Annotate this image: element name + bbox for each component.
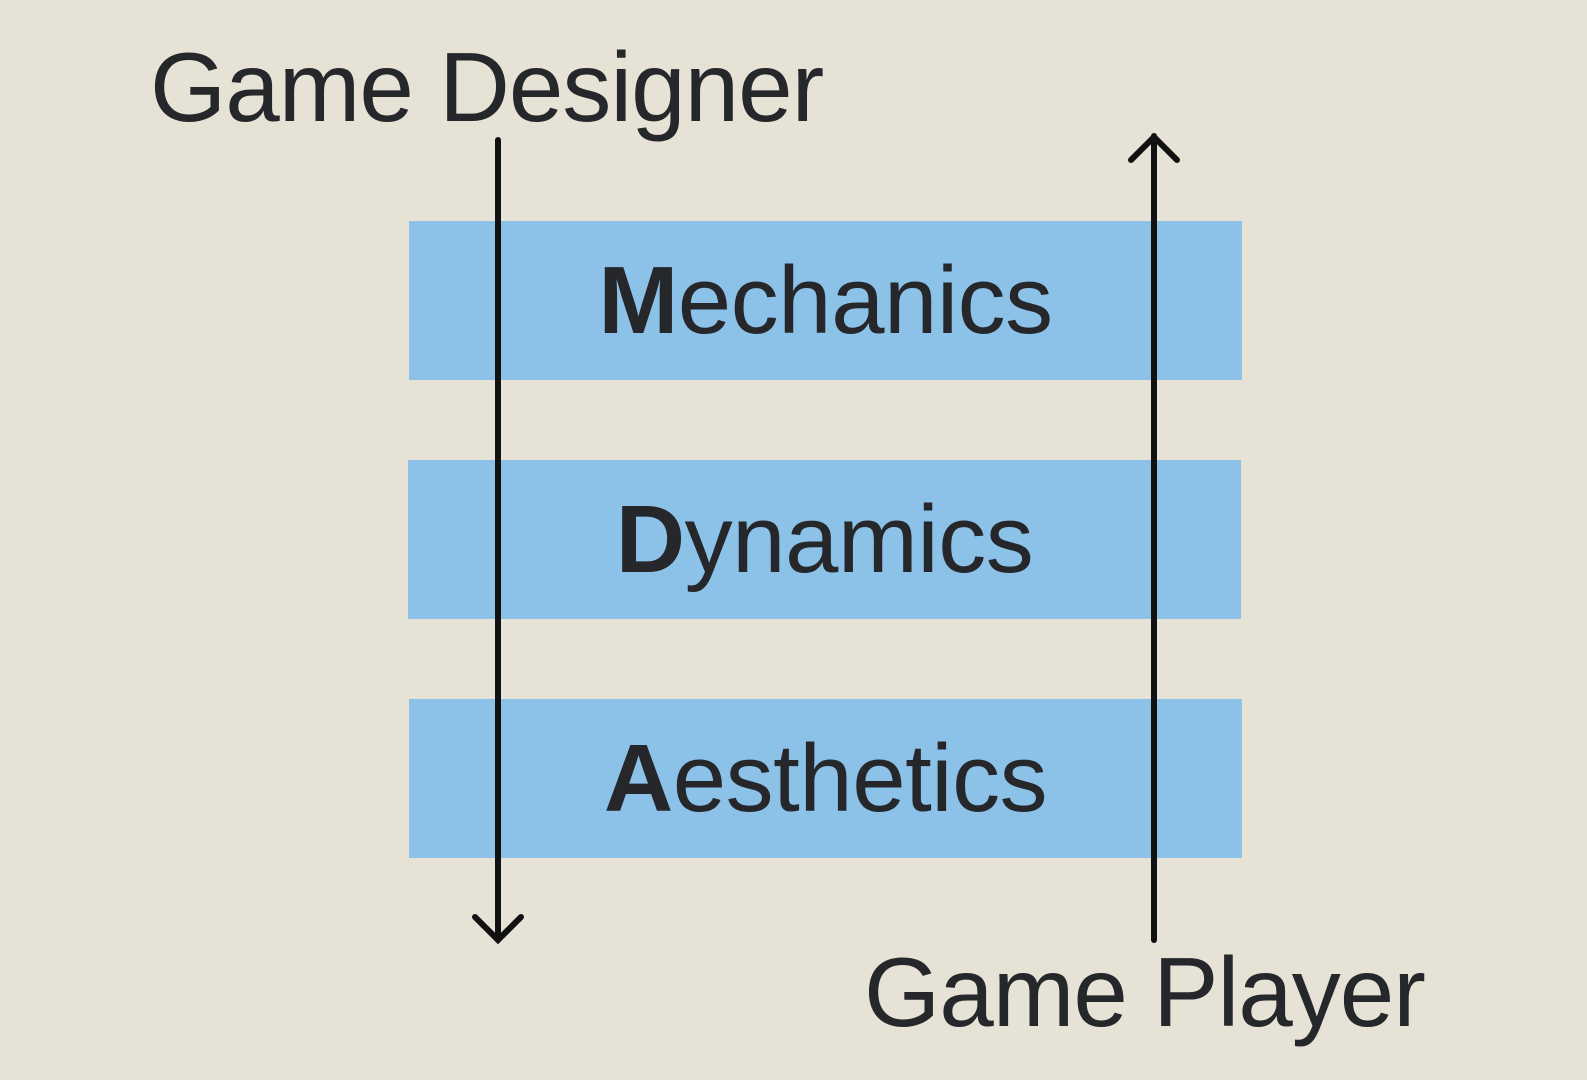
layer-mechanics-initial: M: [598, 246, 678, 354]
layer-dynamics-rest: ynamics: [684, 485, 1034, 593]
layer-dynamics-initial: D: [615, 485, 685, 593]
game-designer-label: Game Designer: [150, 32, 824, 142]
layer-aesthetics-initial: A: [603, 724, 673, 832]
layer-aesthetics-rest: esthetics: [672, 724, 1048, 832]
layer-mechanics-rest: echanics: [677, 246, 1053, 354]
game-player-label: Game Player: [864, 937, 1426, 1047]
